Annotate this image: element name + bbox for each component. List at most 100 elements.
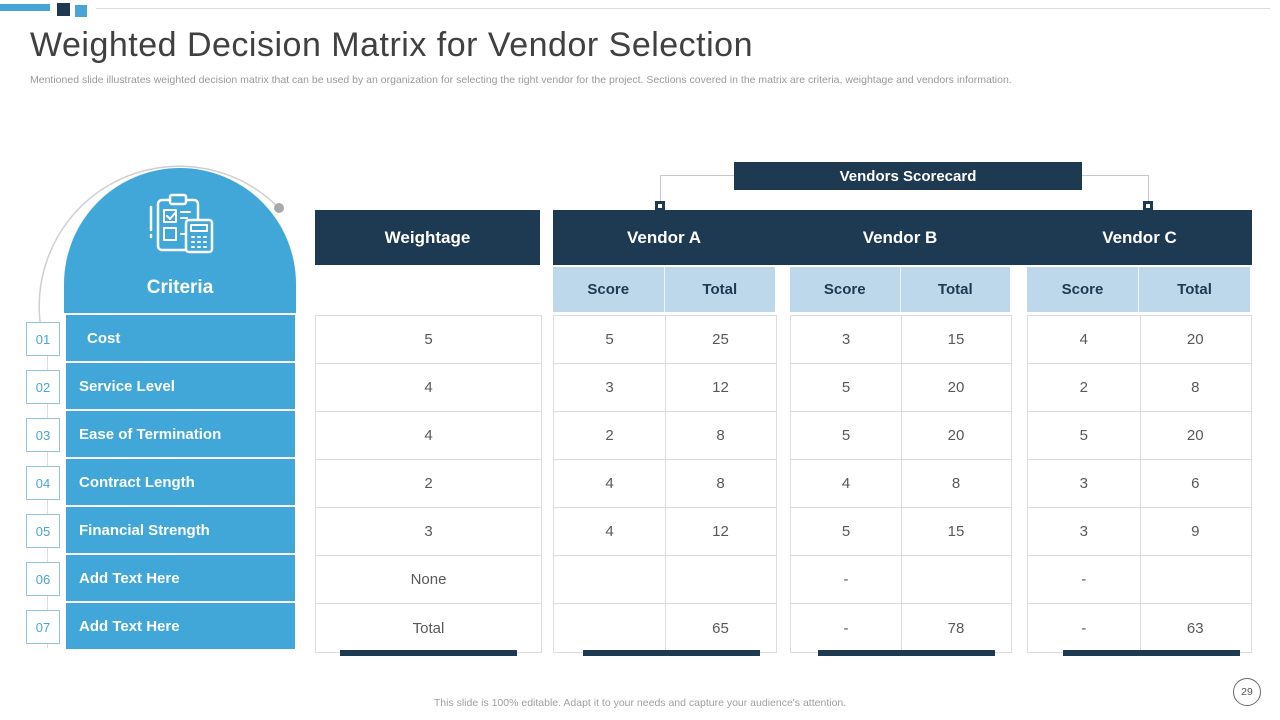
criteria-number: 07	[26, 610, 60, 644]
table-row: 5	[316, 316, 541, 364]
score-cell: 4	[605, 475, 614, 492]
criteria-heading: Criteria	[146, 277, 214, 298]
page-number-badge: 29	[1233, 678, 1261, 706]
criteria-item-bar: Add Text Here	[66, 555, 295, 601]
weightage-cell: 2	[424, 475, 433, 492]
total-cell: 9	[1191, 523, 1200, 540]
criteria-number: 03	[26, 418, 60, 452]
column-divider	[665, 316, 666, 652]
criteria-item-bar: Cost	[66, 315, 295, 361]
criteria-list: Cost Service Level Ease of Termination C…	[66, 315, 295, 649]
total-cell: 20	[947, 379, 965, 396]
score-cell: 4	[1079, 331, 1088, 348]
score-cell: 4	[841, 475, 851, 492]
vendor-c-header: Vendor C	[1102, 227, 1177, 247]
criteria-item-bar: Contract Length	[66, 459, 295, 505]
table-row: None	[316, 556, 541, 604]
score-cell: 2	[605, 427, 614, 444]
connector-line	[1148, 175, 1149, 203]
score-cell: 3	[841, 331, 851, 348]
criteria-dome: Criteria	[64, 168, 296, 313]
criteria-item-label: Cost	[87, 329, 121, 347]
table-row: 4	[316, 364, 541, 412]
total-cell: 63	[1186, 619, 1204, 637]
vendor-header-bar: Vendor A Vendor B Vendor C	[553, 210, 1252, 265]
weightage-cell: 3	[424, 523, 433, 540]
total-cell: 12	[712, 379, 729, 396]
total-cell: 25	[712, 331, 729, 348]
score-cell: 3	[1079, 475, 1088, 492]
table-row: 65	[554, 604, 776, 652]
weightage-cell: None	[410, 571, 447, 588]
criteria-item-label: Contract Length	[79, 473, 195, 491]
total-cell: 20	[947, 427, 965, 444]
score-cell: -	[843, 571, 849, 588]
table-row: - 63	[1028, 604, 1251, 652]
score-header: Score	[1027, 267, 1139, 312]
table-row: - 78	[791, 604, 1011, 652]
criteria-number: 02	[26, 370, 60, 404]
criteria-number: 06	[26, 562, 60, 596]
score-cell: -	[1081, 619, 1087, 637]
vendor-a-subheader: Score Total	[553, 267, 775, 312]
connector-node	[655, 201, 665, 211]
score-cell: 5	[841, 379, 851, 396]
criteria-number: 01	[26, 322, 60, 356]
total-header: Total	[1177, 281, 1212, 298]
score-cell: 4	[605, 523, 614, 540]
column-accent-bar	[583, 650, 760, 656]
score-header: Score	[790, 267, 901, 312]
weightage-cell: 4	[424, 427, 433, 444]
table-row: Total	[316, 604, 541, 652]
score-cell: 3	[605, 379, 614, 396]
vendor-c-subheader: Score Total	[1027, 267, 1250, 312]
clipboard-checklist-calculator-icon	[149, 193, 214, 254]
connector-line	[660, 175, 734, 176]
total-cell: 65	[712, 619, 729, 637]
weightage-header: Weightage	[315, 210, 540, 265]
criteria-number: 05	[26, 514, 60, 548]
table-row: 2	[316, 460, 541, 508]
arc-dot	[274, 203, 284, 213]
weightage-column: 5 4 4 2 3 None Total	[315, 315, 542, 653]
criteria-item-label: Ease of Termination	[79, 425, 222, 443]
column-accent-bar	[818, 650, 995, 656]
score-cell: 5	[841, 523, 851, 540]
total-cell: 6	[1191, 475, 1200, 492]
score-cell: 3	[1079, 523, 1088, 540]
total-header: Total	[702, 281, 738, 298]
slide-title: Weighted Decision Matrix for Vendor Sele…	[30, 26, 754, 64]
criteria-number: 04	[26, 466, 60, 500]
total-cell: 8	[716, 475, 725, 492]
column-divider	[901, 316, 902, 652]
score-cell: -	[843, 619, 849, 637]
criteria-item-bar: Financial Strength	[66, 507, 295, 553]
table-row: 4	[316, 412, 541, 460]
column-divider	[1139, 316, 1141, 652]
connector-line	[1082, 175, 1148, 176]
connector-node	[1143, 201, 1153, 211]
criteria-item-label: Add Text Here	[79, 617, 180, 635]
total-header: Total	[937, 281, 973, 298]
total-cell: 20	[1186, 331, 1204, 348]
total-cell: 20	[1186, 427, 1204, 444]
criteria-item-bar: Ease of Termination	[66, 411, 295, 457]
top-divider-line	[96, 8, 1270, 9]
total-cell: 12	[712, 523, 729, 540]
vendors-scorecard-banner: Vendors Scorecard	[734, 162, 1082, 190]
connector-line	[660, 175, 661, 203]
total-cell: 15	[947, 331, 965, 348]
criteria-item-bar: Add Text Here	[66, 603, 295, 649]
table-row: 3	[316, 508, 541, 556]
top-accent-square-blue	[75, 5, 87, 17]
vendor-b-header: Vendor B	[862, 227, 938, 247]
score-cell: -	[1081, 571, 1087, 588]
footer-note: This slide is 100% editable. Adapt it to…	[433, 697, 847, 709]
total-cell: 78	[947, 619, 965, 637]
column-accent-bar	[340, 650, 517, 656]
total-cell: 15	[947, 523, 965, 540]
